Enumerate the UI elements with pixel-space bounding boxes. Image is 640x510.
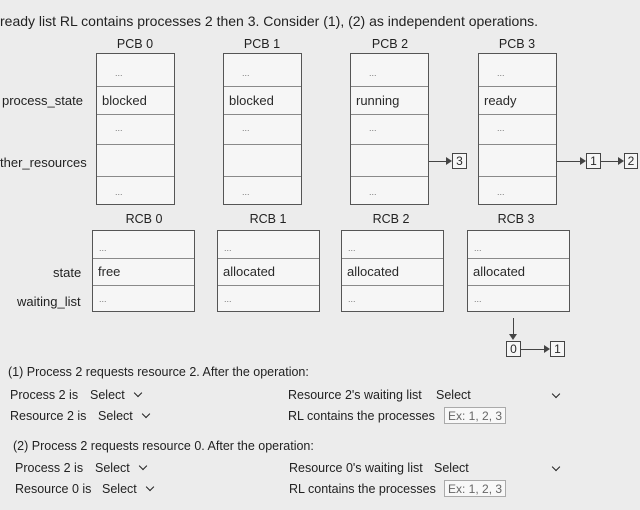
pcb0-dots-bottom: ... [97,176,174,206]
pcb3-pointer-node-1: 1 [586,153,601,169]
q2-waiting-label: Resource 0's waiting list [289,461,423,475]
q2-resource-select[interactable]: Select [102,482,154,496]
q1-process-label: Process 2 is [10,388,79,402]
pcb2-title: PCB 2 [371,37,409,51]
q1-process-select[interactable]: Select [90,388,142,402]
pcb3-dots-mid: ... [479,114,556,144]
pcb1-dots-top: ... [242,68,250,78]
rcb3-waiting-arrowhead [509,334,517,340]
pcb0-state: blocked [97,86,174,114]
rcb-state-label: state [53,265,82,280]
rcb2-title: RCB 2 [372,212,410,226]
pcb2-pointer-node: 3 [452,153,467,169]
pcb0-dots-mid: ... [97,114,174,144]
rcb1-title: RCB 1 [249,212,287,226]
rcb3-title: RCB 3 [497,212,535,226]
pcb0-block: ... blocked ... ... [96,53,175,205]
pcb0-title: PCB 0 [116,37,154,51]
q1-resource-label: Resource 2 is [10,409,87,423]
chevron-down-icon [138,461,147,471]
rcb1-waiting-list: ... [218,285,319,313]
rcb3-waiting-list: ... [468,285,569,313]
rcb3-state: allocated [468,258,569,285]
pcb1-title: PCB 1 [243,37,281,51]
q2-resource-label: Resource 0 is [15,482,92,496]
rcb3-waiting-node-0: 0 [506,341,521,357]
pcb0-other-resources [97,144,174,176]
pcb3-dots-top: ... [497,68,505,78]
pcb3-pointer-arrowhead-2 [618,157,624,165]
q2-rl-input[interactable] [444,480,506,497]
rcb3-waiting-arrow [513,318,515,335]
rcb2-dots: ... [348,243,356,253]
rcb0-block: ... free ... [92,230,195,312]
pcb1-dots-bottom: ... [224,176,301,206]
other-resources-label: ther_resources [0,155,87,170]
q1-waiting-select-value: Select [436,388,471,402]
q2-heading: (2) Process 2 requests resource 0. After… [13,439,314,453]
q1-resource-select-value: Select [98,409,133,423]
q2-waiting-select[interactable]: Select [434,461,562,475]
pcb2-other-resources [351,144,428,176]
q1-process-select-value: Select [90,388,125,402]
rcb0-waiting-list: ... [93,285,194,313]
q2-rl-label: RL contains the processes [289,482,436,496]
pcb3-block: ... ready ... ... [478,53,557,205]
chevron-down-icon [133,388,142,398]
rcb1-dots: ... [224,243,232,253]
pcb3-pointer-node-2: 2 [624,153,638,169]
q2-process-label: Process 2 is [15,461,84,475]
pcb3-dots-bottom: ... [479,176,556,206]
rcb2-state: allocated [342,258,443,285]
rcb1-state: allocated [218,258,319,285]
q2-process-select[interactable]: Select [95,461,147,475]
chevron-down-icon [551,389,561,399]
chevron-down-icon [141,409,150,419]
rcb3-waiting-arrow-2 [521,349,545,351]
q1-waiting-label: Resource 2's waiting list [288,388,422,402]
pcb2-dots-bottom: ... [351,176,428,206]
pcb2-dots-mid: ... [351,114,428,144]
problem-statement: ready list RL contains processes 2 then … [0,13,539,29]
chevron-down-icon [145,482,154,492]
pcb3-pointer-arrow [557,161,581,163]
rcb0-title: RCB 0 [125,212,163,226]
rcb3-dots: ... [474,243,482,253]
rcb2-block: ... allocated ... [341,230,444,312]
pcb3-pointer-arrowhead [580,157,586,165]
pcb1-other-resources [224,144,301,176]
q1-rl-input[interactable] [444,407,506,424]
rcb1-block: ... allocated ... [217,230,320,312]
pcb1-block: ... blocked ... ... [223,53,302,205]
q1-waiting-select[interactable]: Select [436,388,562,402]
q1-rl-label: RL contains the processes [288,409,435,423]
pcb3-state: ready [479,86,556,114]
rcb0-dots: ... [99,243,107,253]
pcb0-dots-top: ... [115,68,123,78]
rcb0-state: free [93,258,194,285]
rcb2-waiting-list: ... [342,285,443,313]
pcb2-dots-top: ... [369,68,377,78]
pcb2-pointer-arrow [429,161,447,163]
pcb2-block: ... running ... ... [350,53,429,205]
process-state-label: process_state [2,93,83,108]
rcb-waiting-list-label: waiting_list [17,294,81,309]
pcb2-state: running [351,86,428,114]
pcb2-pointer-arrowhead [446,157,452,165]
q2-resource-select-value: Select [102,482,137,496]
rcb3-waiting-node-1: 1 [550,341,565,357]
q1-heading: (1) Process 2 requests resource 2. After… [8,365,309,379]
chevron-down-icon [551,462,561,472]
pcb3-title: PCB 3 [498,37,536,51]
pcb1-state: blocked [224,86,301,114]
q2-waiting-select-value: Select [434,461,469,475]
q1-resource-select[interactable]: Select [98,409,150,423]
pcb3-other-resources [479,144,556,176]
pcb3-pointer-arrow-2 [601,161,619,163]
q2-process-select-value: Select [95,461,130,475]
rcb3-block: ... allocated ... [467,230,570,312]
pcb1-dots-mid: ... [224,114,301,144]
rcb3-waiting-arrowhead-2 [544,345,550,353]
